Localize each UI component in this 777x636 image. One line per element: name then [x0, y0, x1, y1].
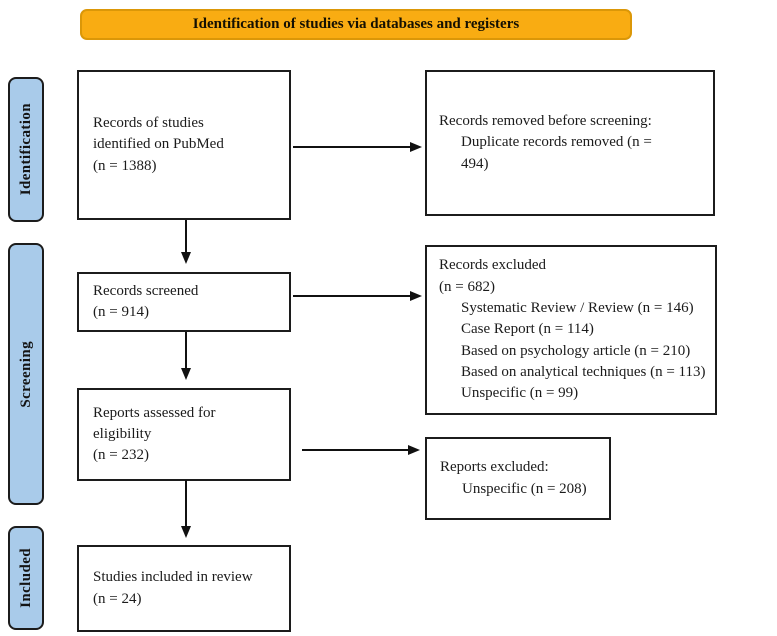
box-records-removed-heading: Records removed before screening: [439, 113, 652, 130]
box-reports-excluded-item-unspecific: Unspecific (n = 208) [462, 480, 587, 497]
banner-identification-via-databases: Identification of studies via databases … [80, 9, 632, 40]
box-records-identified: Records of studies identified on PubMed … [77, 70, 291, 220]
box-records-excluded-item-analytical: Based on analytical techniques (n = 113) [461, 363, 706, 380]
box-records-screened: Records screened (n = 914) [77, 272, 291, 332]
box-reports-assessed-count: (n = 232) [93, 447, 149, 464]
banner-title: Identification of studies via databases … [192, 16, 520, 32]
arrow-identified-to-removed [293, 142, 422, 152]
box-studies-included-line1: Studies included in review [93, 569, 253, 586]
stage-label-screening: Screening [8, 243, 44, 505]
box-records-screened-count: (n = 914) [93, 304, 149, 320]
arrow-screened-to-assessed [181, 332, 191, 380]
box-studies-included-count: (n = 24) [93, 590, 142, 607]
stage-label-identification: Identification [8, 77, 44, 222]
box-records-screened-line1: Records screened [93, 282, 199, 299]
box-reports-assessed-line2: eligibility [93, 425, 152, 442]
box-reports-assessed: Reports assessed for eligibility (n = 23… [77, 388, 291, 481]
box-reports-assessed-line1: Reports assessed for [93, 404, 216, 421]
box-records-excluded-item-case-report: Case Report (n = 114) [461, 321, 594, 338]
box-records-removed-before-screening: Records removed before screening: Duplic… [425, 70, 715, 216]
box-reports-excluded: Reports excluded: Unspecific (n = 208) [425, 437, 611, 520]
box-records-excluded-item-psychology: Based on psychology article (n = 210) [461, 342, 691, 359]
stage-label-included-text: Included [17, 548, 34, 608]
box-records-excluded-count: (n = 682) [439, 278, 495, 295]
box-records-excluded-item-systematic-review: Systematic Review / Review (n = 146) [461, 300, 694, 317]
stage-label-included: Included [8, 526, 44, 630]
arrow-assessed-to-reports-excluded [302, 445, 420, 455]
box-studies-included: Studies included in review (n = 24) [77, 545, 291, 632]
box-records-identified-line1: Records of studies [93, 115, 204, 132]
stage-label-identification-text: Identification [17, 103, 34, 196]
arrow-identified-to-screened [181, 220, 191, 264]
box-records-excluded-item-unspecific: Unspecific (n = 99) [461, 385, 579, 402]
box-records-identified-line2: identified on PubMed [93, 136, 224, 153]
stage-label-screening-text: Screening [17, 340, 34, 408]
arrow-assessed-to-included [181, 480, 191, 538]
box-records-removed-item-duplicates: Duplicate records removed (n = 494) [461, 134, 652, 172]
box-reports-excluded-heading: Reports excluded: [440, 459, 549, 476]
arrow-screened-to-excluded [293, 291, 422, 301]
box-records-identified-count: (n = 1388) [93, 157, 157, 174]
box-records-excluded-heading: Records excluded [439, 257, 547, 274]
box-records-excluded: Records excluded (n = 682) Systematic Re… [425, 245, 717, 415]
